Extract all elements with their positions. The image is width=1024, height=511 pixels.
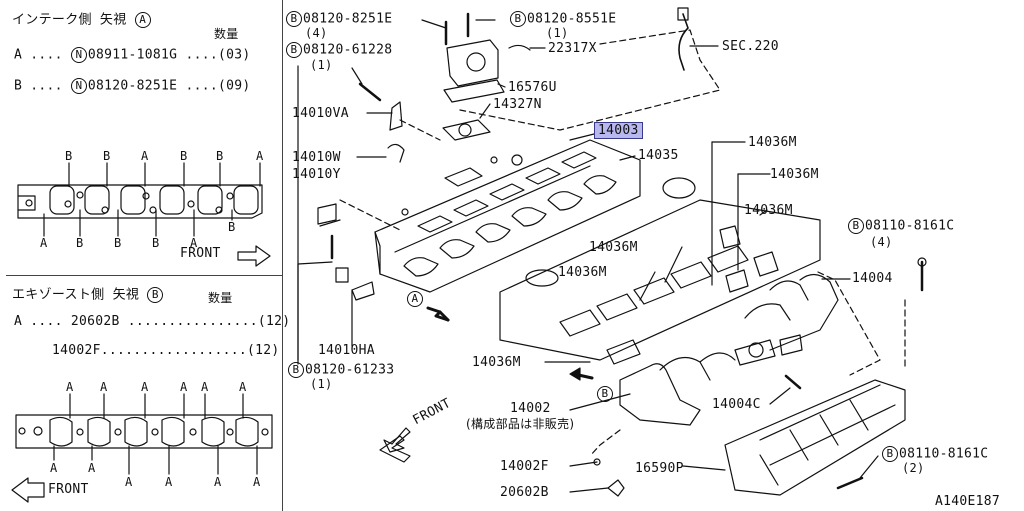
callout-14002: 14002: [510, 401, 551, 416]
callout-16590P: 16590P: [635, 461, 684, 476]
callout-14010HA: 14010HA: [318, 343, 375, 358]
heat-shield-drawing: [724, 379, 906, 496]
intake-bottom-label: B: [76, 236, 84, 250]
front-arrow-icon: [11, 477, 45, 503]
intake-top-label: B: [216, 149, 224, 163]
callout-14036M: 14036M: [770, 167, 819, 182]
qty-08120-61228: (1): [310, 58, 333, 72]
exhaust-manifold-drawing: [619, 273, 839, 426]
intake-top-label: B: [103, 149, 111, 163]
front-arrow-icon: [379, 435, 411, 463]
callout-14036M: 14036M: [744, 203, 793, 218]
horizontal-divider: [6, 275, 282, 276]
cylinder-head-drawing: [499, 177, 821, 365]
exhaust-top-label: A: [100, 380, 108, 394]
callout-14036M: 14036M: [748, 135, 797, 150]
exhaust-top-label: A: [239, 380, 247, 394]
qty-08120-8551E: (1): [546, 26, 569, 40]
callout-16576U: 16576U: [508, 80, 557, 95]
callout-20602B: 20602B: [500, 485, 549, 500]
callout-14036M: 14036M: [558, 265, 607, 280]
exhaust-bottom-label: A: [253, 475, 261, 489]
front-arrow-icon: [237, 245, 271, 267]
intake-bottom-label: B: [114, 236, 122, 250]
qty-08110-8161C-bottom: (2): [902, 461, 925, 475]
drawing-id: A140E187: [935, 494, 1001, 509]
view-a-mark: A: [134, 12, 151, 28]
exhaust-top-label: A: [180, 380, 188, 394]
callout-14035: 14035: [638, 148, 679, 163]
callout-14010W: 14010W: [292, 150, 341, 165]
b-mark: B: [848, 218, 864, 234]
callout-14004: 14004: [852, 271, 893, 286]
intake-bottom-label: A: [190, 236, 198, 250]
intake-front-label: FRONT: [180, 246, 221, 261]
view-a-icon: A: [407, 291, 423, 307]
intake-top-label: B: [65, 149, 73, 163]
b-mark: B: [510, 11, 526, 27]
exhaust-front-label: FRONT: [48, 482, 89, 497]
intake-top-label: A: [141, 149, 149, 163]
exhaust-qty-header: 数量: [208, 291, 233, 305]
callout-14010Y: 14010Y: [292, 167, 341, 182]
intake-bottom-label: B: [228, 220, 236, 234]
intake-top-label: B: [180, 149, 188, 163]
n-mark: N: [70, 47, 87, 63]
exhaust-bottom-label: A: [50, 461, 58, 475]
exhaust-top-label: A: [66, 380, 74, 394]
exhaust-top-label: A: [141, 380, 149, 394]
b-mark: B: [882, 446, 898, 462]
qty-08110-8161C-top: (4): [870, 235, 893, 249]
intake-bottom-label: B: [152, 236, 160, 250]
b-mark: B: [286, 42, 302, 58]
exhaust-top-label: A: [201, 380, 209, 394]
n-mark: N: [70, 78, 87, 94]
qty-08120-61233: (1): [310, 377, 333, 391]
view-b-arrow-label: B: [597, 386, 614, 402]
b-mark: B: [286, 11, 302, 27]
callout-22317X: 22317X: [548, 41, 597, 56]
exhaust-row-2: 14002F..................(12): [52, 343, 280, 358]
exhaust-bottom-label: A: [165, 475, 173, 489]
callout-14003-highlighted[interactable]: 14003: [594, 122, 643, 139]
vertical-divider: [282, 0, 283, 511]
view-b-mark: B: [147, 287, 164, 303]
callout-14036M: 14036M: [589, 240, 638, 255]
callout-14010VA: 14010VA: [292, 106, 349, 121]
intake-view-title: インテーク側 矢視 A: [12, 12, 152, 28]
exhaust-bottom-label: A: [88, 461, 96, 475]
callout-14004C: 14004C: [712, 397, 761, 412]
view-a-arrow-label: A: [407, 291, 424, 307]
intake-top-parts: [317, 7, 689, 260]
callout-14002-note: (構成部品は非販売): [466, 417, 575, 431]
intake-qty-header: 数量: [214, 27, 239, 41]
exhaust-bottom-label: A: [214, 475, 222, 489]
callout-14327N: 14327N: [493, 97, 542, 112]
view-b-icon: B: [597, 386, 613, 402]
exhaust-bottom-label: A: [125, 475, 133, 489]
qty-08120-8251E: (4): [305, 26, 328, 40]
callout-14002F: 14002F: [500, 459, 549, 474]
intake-top-label: A: [256, 149, 264, 163]
exhaust-row-1: A .... 20602B ................(12): [14, 314, 291, 329]
b-mark: B: [288, 362, 304, 378]
exhaust-view-title: エキゾースト側 矢視 B: [12, 287, 164, 303]
callout-14036M: 14036M: [472, 355, 521, 370]
exhaust-flange-drawing: [15, 393, 273, 475]
intake-manifold-drawing: [374, 139, 641, 293]
callout-sec-220: SEC.220: [722, 39, 779, 54]
intake-flange-drawing: [17, 162, 263, 237]
intake-bottom-label: A: [40, 236, 48, 250]
